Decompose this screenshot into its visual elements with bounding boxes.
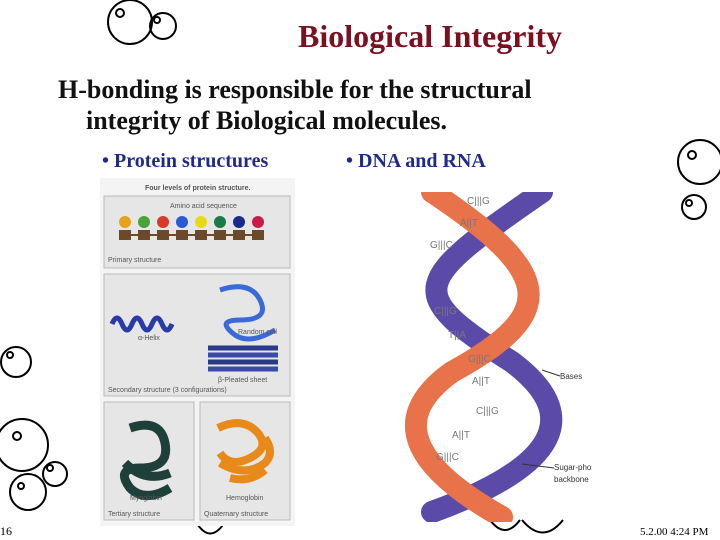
bases-label: Bases bbox=[560, 372, 582, 381]
protein-structure-figure: Four levels of protein structure. Amino … bbox=[100, 178, 295, 526]
beta-sheet-caption: β-Pleated sheet bbox=[218, 377, 267, 384]
alpha-helix-caption: α-Helix bbox=[138, 335, 160, 342]
beta-sheet-shape bbox=[208, 345, 278, 372]
bubble bbox=[12, 431, 22, 441]
body-line-1: H-bonding is responsible for the structu… bbox=[58, 75, 532, 104]
bubble bbox=[0, 346, 32, 378]
base-pair-label: C|||G bbox=[476, 406, 499, 417]
hemoglobin-shape bbox=[216, 419, 274, 484]
myoglobin-caption: Myoglobin bbox=[130, 495, 162, 502]
alpha-helix-shape bbox=[109, 315, 175, 333]
base-pair-label: C|||G bbox=[467, 196, 490, 207]
backbone-label-2: backbone bbox=[554, 475, 589, 484]
bullet-protein-structures: • Protein structures bbox=[102, 150, 269, 172]
myoglobin-shape bbox=[119, 420, 173, 500]
bubble bbox=[685, 199, 693, 207]
tertiary-caption: Tertiary structure bbox=[108, 511, 160, 518]
dna-strand-orange bbox=[404, 192, 540, 522]
base-pair-label: G|||C bbox=[436, 452, 459, 463]
bubble bbox=[42, 461, 68, 487]
figure-heading: Four levels of protein structure. bbox=[145, 185, 250, 192]
bubble bbox=[107, 0, 153, 45]
base-pair-label: C|||G bbox=[434, 306, 457, 317]
random-coil-shape bbox=[219, 284, 277, 342]
random-coil-caption: Random coil bbox=[238, 329, 277, 336]
primary-caption: Primary structure bbox=[108, 257, 161, 264]
bubble bbox=[681, 194, 707, 220]
dna-helix-figure: C|||G A||T G|||C C|||G T||A G|||C A||T C… bbox=[404, 192, 592, 522]
bubble bbox=[521, 519, 564, 534]
slide-title: Biological Integrity bbox=[298, 18, 562, 54]
amino-acid-beads bbox=[119, 216, 264, 240]
bubble bbox=[149, 12, 177, 40]
bullet-dna-rna: • DNA and RNA bbox=[346, 150, 486, 172]
bubble bbox=[115, 8, 125, 18]
body-line-2: integrity of Biological molecules. bbox=[86, 106, 448, 135]
base-pair-label: G|||C bbox=[468, 354, 491, 365]
backbone-pointer bbox=[521, 463, 555, 469]
hemoglobin-caption: Hemoglobin bbox=[226, 495, 263, 502]
slide-number: 16 bbox=[0, 524, 12, 538]
dna-strand-purple bbox=[421, 192, 563, 522]
bubble bbox=[9, 473, 47, 511]
bubble bbox=[687, 150, 697, 160]
base-pair-label: A||T bbox=[472, 376, 490, 387]
body-text: H-bonding is responsible for the structu… bbox=[58, 74, 618, 136]
tertiary-panel bbox=[103, 401, 195, 521]
bubble bbox=[46, 464, 54, 472]
slide-timestamp: 5.2.00 4:24 PM bbox=[640, 526, 709, 538]
base-pair-label: G|||C bbox=[430, 240, 453, 251]
base-pair-label: A||T bbox=[452, 430, 470, 441]
bubble bbox=[6, 351, 14, 359]
bubble bbox=[0, 418, 49, 472]
base-pair-label: T||A bbox=[448, 330, 466, 341]
bubble bbox=[153, 16, 161, 24]
bubble bbox=[489, 519, 521, 531]
secondary-caption: Secondary structure (3 configurations) bbox=[108, 387, 227, 394]
amino-label: Amino acid sequence bbox=[170, 203, 237, 210]
bubble bbox=[677, 139, 720, 185]
bases-pointer bbox=[541, 369, 561, 377]
bubble bbox=[17, 482, 25, 490]
base-pair-label: A||T bbox=[460, 218, 478, 229]
quaternary-caption: Quaternary structure bbox=[204, 511, 268, 518]
backbone-label-1: Sugar-phosphate bbox=[554, 463, 592, 472]
